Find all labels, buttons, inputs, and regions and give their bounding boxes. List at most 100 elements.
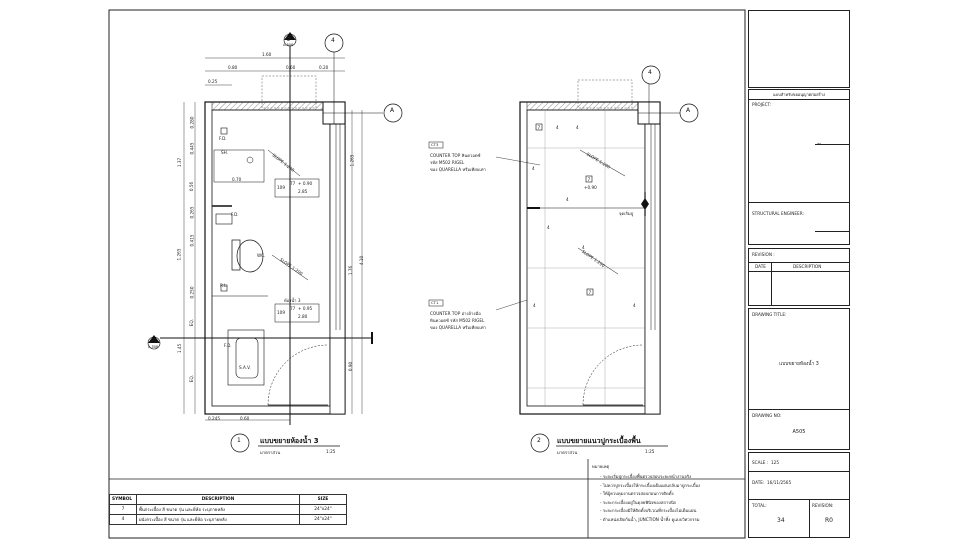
plan1-dim-left-10: EQ. [189, 374, 195, 383]
plan2-ct-top-tag: CT3 [431, 142, 439, 147]
note-item: - ระยะกระเบื้องมิให้ติดตั้งบริเวณที่กระเ… [600, 508, 697, 513]
plan1-tag-upper-num: 109 [277, 185, 285, 190]
plan1-tag-lower-num: 109 [277, 310, 285, 315]
plan2-tile-mark: 7 [588, 289, 592, 295]
plan2-grid-right: 4 [648, 69, 652, 76]
plan1-dim-bottom-0: 0.245 [208, 416, 220, 421]
plan1-dim-left-0: 0.280 [189, 116, 195, 129]
plan1-number: 1 [237, 437, 241, 444]
plan2-tile-mark: 7 [587, 176, 591, 182]
plan1-label-fd3: F.D. [224, 343, 232, 348]
plan1-dim-left-3: 0.56 [189, 181, 195, 192]
legend-symbol: 4 [109, 514, 137, 525]
legend-description: ผนังกระเบื้อง สี ขนาด รุ่น และยี่ห้อ ระบ… [136, 514, 300, 525]
plan1-label-rl: R.L. [220, 283, 228, 288]
tb-drawing-title: แบบขยายห้องน้ำ 3 [779, 362, 819, 367]
note-item: - ให้ผู้ควบคุมงานตรวจสอบก่อนการติดตั้ง [600, 491, 674, 496]
legend-header-size: SIZE [299, 494, 347, 505]
plan1-dim-top-1: 0.80 [228, 65, 238, 70]
plan2-tile-mark: 4 [533, 303, 536, 308]
plan1-outer-wall [204, 101, 346, 415]
tb-project-box: แบบสำหรับขออนุญาตก่อสร้าง PROJECT: สถ. S… [748, 89, 850, 245]
plan1-dim-right-3: 0.90 [348, 361, 354, 372]
plan2-subtitle: มาตราส่วน [557, 450, 578, 455]
plan1-grid-right: 4 [331, 37, 335, 44]
plan1-dim-right-1: 1.76 [348, 265, 354, 276]
tb-col-desc: DESCRIPTION [793, 264, 822, 269]
tb-revision-no-label: REVISION: [812, 503, 834, 508]
plan1-tag-lower-ref: 77 [290, 306, 296, 311]
plan1-subtitle: มาตราส่วน [260, 450, 281, 455]
plan1-grid-side-ref: A-508 [148, 345, 159, 349]
plan-1 [147, 32, 403, 453]
plan2-tile-mark: 4 [633, 303, 636, 308]
notes-title: หมายเหตุ [592, 464, 610, 469]
plan2-tile-mark: 4 [556, 125, 559, 130]
plan1-tag-lower-a: + 0.95 [298, 306, 313, 311]
tb-col-date: DATE [755, 264, 766, 269]
legend-size: 24"x24" [299, 514, 347, 525]
plan1-dim-top-0: 1.60 [262, 52, 272, 57]
notes-block: หมายเหตุ - ระยะเริ่มปูกระเบื้องพื้นตรวจส… [592, 463, 742, 524]
plan1-dim-left-5: 0.415 [189, 234, 195, 247]
tb-project-label: PROJECT: [752, 102, 772, 107]
plan2-ct-top-l2: รหัส M502 RIGEL [430, 160, 465, 165]
tb-logo-box [748, 10, 850, 88]
plan1-dim-left-4: 0.265 [189, 206, 195, 219]
plan2-tile-mark: 4 [566, 197, 569, 202]
legend-symbol: 7 [109, 504, 137, 515]
drawing-frame [108, 9, 746, 539]
legend-header-symbol: SYMBOL [109, 494, 137, 505]
tb-revision-label: REVISION : [752, 252, 775, 257]
plan2-ct-top-l1: COUNTER TOP หินควอตซ์ [430, 153, 481, 158]
plan2-title: แบบขยายแนวปูกระเบื้องพื้น [557, 437, 641, 445]
plan1-dim-left-9: 1.45 [177, 343, 183, 354]
plan1-grid-top: 2 [287, 37, 291, 43]
tb-drawing-box: DRAWING TITLE: แบบขยายห้องน้ำ 3 DRAWING … [748, 308, 850, 450]
plan2-number: 2 [537, 437, 541, 444]
tb-total-value: 34 [777, 517, 785, 524]
plan1-label-fd2: F.D. [231, 212, 239, 217]
plan1-dim-top-4: 0.25 [208, 79, 218, 84]
plan2-tile-mark: 4 [532, 166, 535, 171]
plan1-dim-left-2: 1.37 [177, 157, 183, 168]
plan1-label-sav: S.A.V. [239, 365, 251, 370]
tb-drawing-no: A505 [792, 429, 806, 435]
plan1-label-fd1: F.D. [219, 136, 227, 141]
plan1-room-name: ห้องน้ำ 3 [284, 298, 301, 303]
plan1-tag-lower-b: 2.80 [298, 314, 308, 319]
tb-scale-label: SCALE : [752, 460, 769, 465]
plan1-tag-upper-ref: 77 [290, 181, 296, 186]
plan2-ct-bot-l3: ของ QUARELLA หรือเทียบเท่า [430, 325, 486, 330]
plan1-tag-upper-a: + 0.90 [298, 181, 313, 186]
plan2-ct-bot-l2: หินควอตซ์ รหัส M502 RIGEL [430, 318, 485, 323]
note-item: - ตำแหน่งเปิดกันน้ำ, JUNCTION น้ำทิ้ง ดู… [600, 516, 700, 522]
legend-row: 7 พื้นกระเบื้อง สี ขนาด รุ่น และยี่ห้อ ร… [109, 504, 347, 515]
plan2-scale: 1:25 [645, 449, 655, 454]
plan1-grid-top-ref: A-508 [283, 43, 294, 47]
plan2-ct-bot-l1: COUNTER TOP อ่างล้างมือ [430, 311, 481, 316]
plan-2 [428, 65, 699, 453]
legend-description: พื้นกระเบื้อง สี ขนาด รุ่น และยี่ห้อ ระบ… [136, 504, 300, 515]
tb-drawing-no-label: DRAWING NO: [752, 413, 782, 418]
legend-header-description: DESCRIPTION [136, 494, 300, 505]
plan1-scale: 1:25 [326, 449, 336, 454]
tb-date-label: DATE: [752, 480, 765, 485]
plan1-title: แบบขยายห้องน้ำ 3 [260, 437, 319, 445]
plan2-tile-mark: 7 [537, 124, 541, 130]
plan1-label-wc: WC. [257, 253, 266, 258]
tb-scale-value: 125 [771, 460, 779, 465]
note-item: - ไม่ควรปูกระเบื้องให้กระเบื้องเต็มแผ่นก… [600, 482, 701, 488]
plan1-dim-left-8: EQ. [189, 318, 195, 327]
plan1-dim-bottom-1: 0.60 [240, 416, 250, 421]
plan2-level: +0.90 [584, 185, 597, 190]
note-item: - ระยะเริ่มปูกระเบื้องพื้นตรวจสอบระยะหน้… [600, 474, 692, 479]
plan2-ct-top-l3: ของ QUARELLA หรือเทียบเท่า [430, 167, 486, 172]
plan2-tile-mark: 4 [547, 225, 550, 230]
plan1-grid-row: A [390, 107, 395, 114]
plan2-start-note: จุดเริ่มปู [619, 211, 634, 216]
plan2-tile-mark: 4 [582, 245, 585, 250]
plan1-dim-left-7: 0.250 [189, 286, 195, 299]
plan1-dim-left-6: 1.265 [176, 248, 182, 261]
